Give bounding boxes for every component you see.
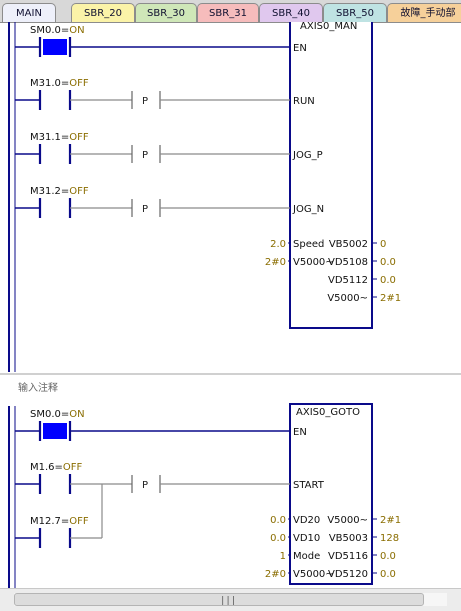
param-output-value: 0.0 <box>380 257 396 268</box>
block-pin-output: VB5002 <box>329 239 368 250</box>
contact-equals: = <box>61 25 69 36</box>
contact-label-m1-6: M1.6=OFF <box>30 462 83 473</box>
contact-address: M31.0 <box>30 78 61 89</box>
param-output-value: 0.0 <box>380 569 396 580</box>
tab-fault-manual[interactable]: 故障_手动部 <box>387 3 461 22</box>
contact-state: OFF <box>69 186 89 197</box>
block-pin-output: VD5120 <box>328 569 368 580</box>
contact-state: ON <box>69 25 84 36</box>
param-output-value: 0.0 <box>380 275 396 286</box>
contact-state: ON <box>69 409 84 420</box>
pulse-label: P <box>142 480 148 491</box>
tab-sbr-30[interactable]: SBR_30 <box>135 3 197 22</box>
contact-address: M31.1 <box>30 132 61 143</box>
contact-address: M31.2 <box>30 186 61 197</box>
contact-equals: = <box>61 132 69 143</box>
block-pin-input: V5000~ <box>293 257 334 268</box>
param-output-value: 2#1 <box>380 293 401 304</box>
network-comment-area[interactable] <box>16 376 461 406</box>
param-input-value: 1 <box>280 551 286 562</box>
param-output-value: 0.0 <box>380 551 396 562</box>
param-output-value: 2#1 <box>380 515 401 526</box>
param-input-value: 0.0 <box>270 533 286 544</box>
pulse-label: P <box>142 96 148 107</box>
contact-equals: = <box>61 186 69 197</box>
contact-label-sm0-0: SM0.0=ON <box>30 25 85 36</box>
block-pin-jog-p: JOG_P <box>292 150 323 161</box>
param-input-value: 2#0 <box>265 257 286 268</box>
block-pin-run: RUN <box>293 96 315 107</box>
param-input-value: 2#0 <box>265 569 286 580</box>
contact-address: SM0.0 <box>30 409 61 420</box>
contact-label-sm0-0: SM0.0=ON <box>30 409 85 420</box>
contact-label-m31-0: M31.0=OFF <box>30 78 89 89</box>
block-pin-input: VD20 <box>293 515 320 526</box>
param-output-value: 128 <box>380 533 399 544</box>
contact-state: OFF <box>69 516 89 527</box>
block-title: AXIS0_GOTO <box>296 407 360 418</box>
block-pin-output: VD5112 <box>328 275 368 286</box>
param-input-value: 0.0 <box>270 515 286 526</box>
block-pin-input: V5000~ <box>293 569 334 580</box>
tab-sbr-50[interactable]: SBR_50 <box>323 3 387 22</box>
contact-label-m31-1: M31.1=OFF <box>30 132 89 143</box>
block-pin-output: VD5108 <box>328 257 368 268</box>
contact-equals: = <box>61 78 69 89</box>
block-pin-start: START <box>293 480 325 491</box>
param-input-value: 2.0 <box>270 239 286 250</box>
contact-state: OFF <box>69 78 89 89</box>
tab-main[interactable]: MAIN <box>2 3 56 22</box>
contact-equals: = <box>61 516 69 527</box>
tab-sbr-20[interactable]: SBR_20 <box>71 3 135 22</box>
contact-state: OFF <box>63 462 83 473</box>
tab-sbr-40[interactable]: SBR_40 <box>259 3 323 22</box>
contact-address: M1.6 <box>30 462 55 473</box>
contact-state: OFF <box>69 132 89 143</box>
block-pin-en: EN <box>293 43 307 54</box>
contact-equals: = <box>61 409 69 420</box>
contact-label-m12-7: M12.7=OFF <box>30 516 89 527</box>
block-pin-input: Mode <box>293 551 320 562</box>
block-pin-jog-n: JOG_N <box>292 204 324 215</box>
network-comment: 输入注释 <box>18 381 58 394</box>
block-pin-output: V5000~ <box>327 515 368 526</box>
block-title: AXIS0_MAN <box>300 22 357 32</box>
contact-sm0-0-fill <box>43 39 67 55</box>
tab-sbr-31[interactable]: SBR_31 <box>197 3 259 22</box>
block-pin-input: Speed <box>293 239 324 250</box>
pulse-label: P <box>142 150 148 161</box>
block-pin-input: VD10 <box>293 533 320 544</box>
contact-address: SM0.0 <box>30 25 61 36</box>
block-pin-output: VD5116 <box>328 551 368 562</box>
contact-sm0-0-fill <box>43 423 67 439</box>
contact-address: M12.7 <box>30 516 61 527</box>
block-pin-output: V5000~ <box>327 293 368 304</box>
param-output-value: 0 <box>380 239 386 250</box>
contact-equals: = <box>55 462 63 473</box>
horizontal-scrollbar[interactable]: ||| <box>0 588 461 611</box>
block-pin-en: EN <box>293 427 307 438</box>
scrollbar-thumb[interactable]: ||| <box>14 593 424 606</box>
function-block-axis0-man[interactable] <box>289 22 373 329</box>
contact-label-m31-2: M31.2=OFF <box>30 186 89 197</box>
pulse-label: P <box>142 204 148 215</box>
block-pin-output: VB5003 <box>329 533 368 544</box>
function-block-axis0-goto[interactable] <box>289 403 373 585</box>
scrollbar-grip-icon: ||| <box>220 596 237 606</box>
